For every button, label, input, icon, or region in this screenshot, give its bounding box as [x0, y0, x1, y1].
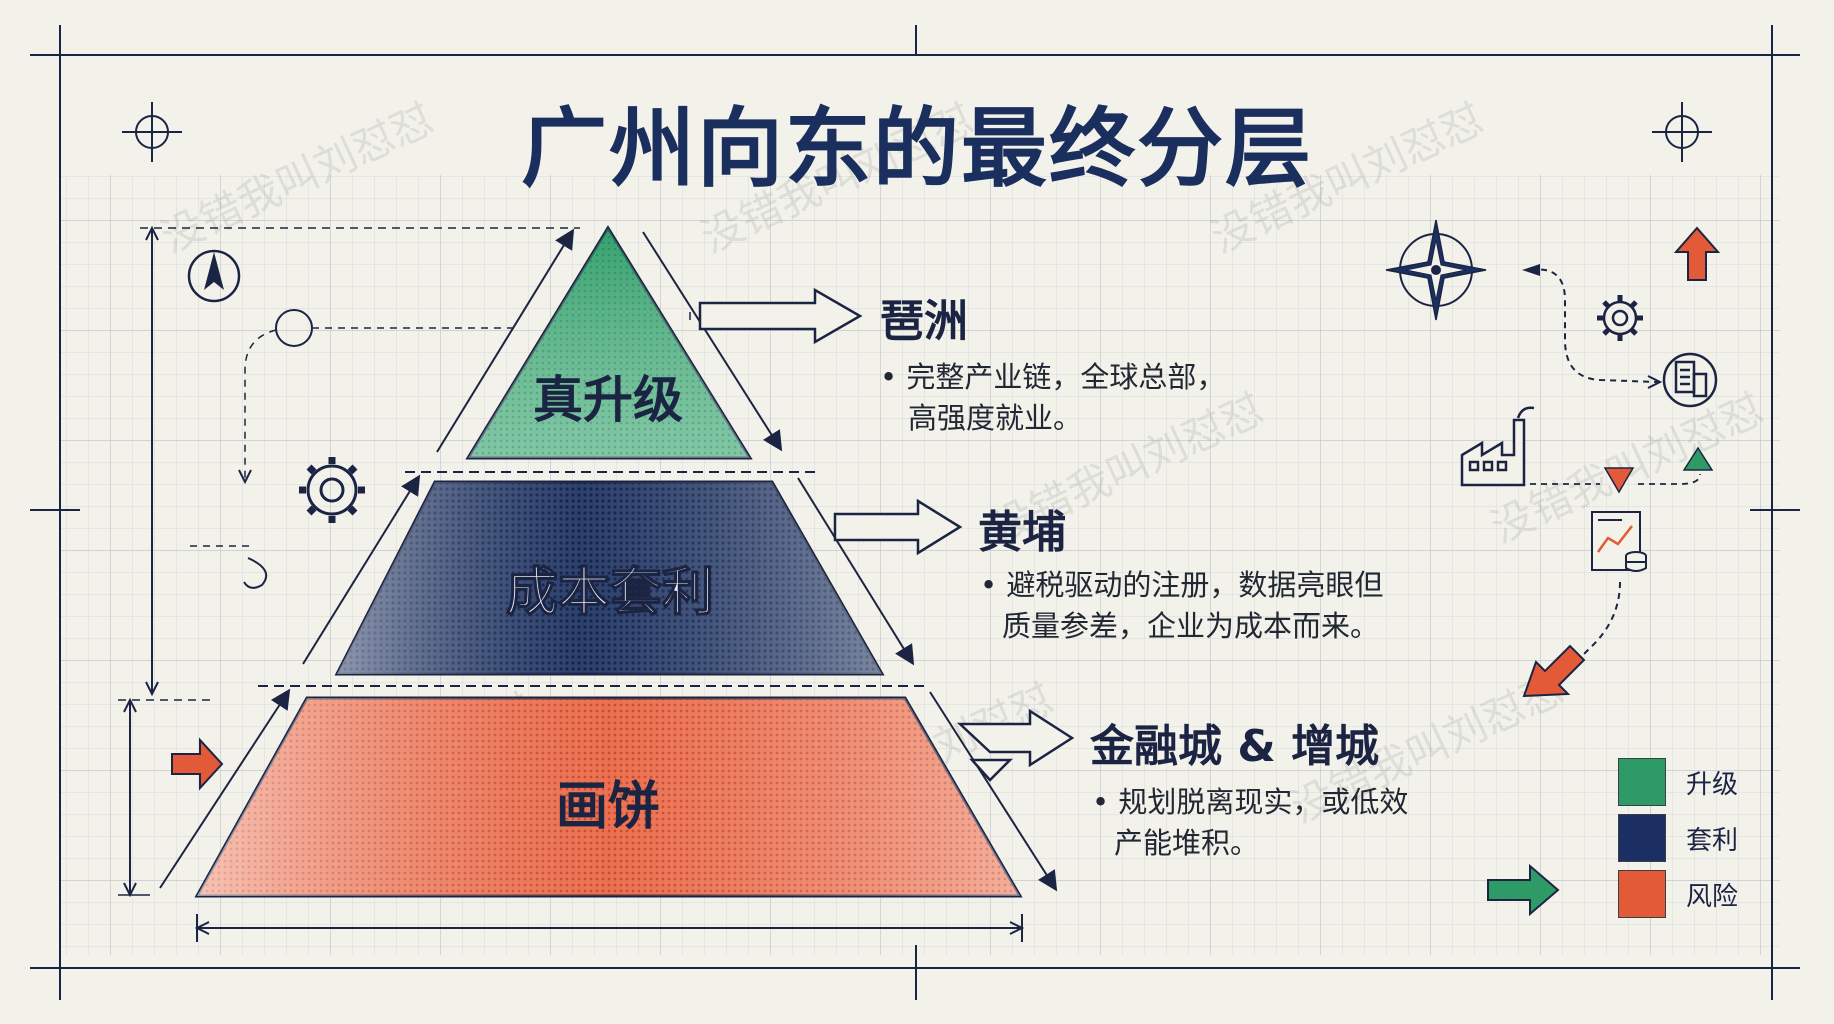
legend-swatch: [1618, 870, 1666, 918]
arrow-right-icon: [1487, 863, 1560, 917]
entry-line: • 规划脱离现实，或低效: [1092, 785, 1409, 819]
pyramid-tier-bottom: [194, 696, 1023, 898]
entry-title-jinrongcheng: 金融城 & 增城: [1090, 721, 1380, 772]
legend-label: 风险: [1686, 882, 1739, 912]
arrow-right-icon: [171, 737, 224, 791]
legend-label: 升级: [1686, 770, 1739, 800]
gear-icon: [299, 457, 365, 523]
tier-label-bottom: 画饼: [555, 777, 660, 837]
arrow-to-huangpu: [833, 498, 963, 556]
crosshair-icon: [122, 102, 182, 162]
gear-icon: [1597, 295, 1643, 341]
pyramid-tier-top: [465, 225, 753, 460]
entry-title-pazhou: 琶洲: [880, 296, 968, 347]
entry-line: 产能堆积。: [1114, 826, 1260, 860]
page-title: 广州向东的最终分层: [521, 99, 1313, 199]
entry-desc-jinrongcheng: • 规划脱离现实，或低效 产能堆积。: [1092, 782, 1408, 864]
entry-desc-pazhou: • 完整产业链，全球总部， 高强度就业。: [880, 357, 1225, 439]
arrow-to-jinrongcheng: [956, 708, 1075, 782]
pyramid-tier-middle: [334, 480, 885, 676]
north-arrow-icon: [187, 249, 241, 303]
entry-line: • 完整产业链，全球总部，: [880, 360, 1226, 394]
compass-icon: [1385, 219, 1487, 321]
legend-swatch: [1618, 814, 1666, 862]
entry-line: • 避税驱动的注册，数据亮眼但: [980, 568, 1384, 602]
building-icon: [1662, 352, 1718, 408]
tier-label-middle: 成本套利: [505, 562, 715, 624]
arrow-up-icon: [1673, 226, 1721, 281]
arrow-to-pazhou: [689, 287, 863, 345]
legend-swatch: [1618, 758, 1666, 806]
crosshair-icon: [1652, 102, 1712, 162]
chart-document-icon: [1591, 511, 1647, 572]
entry-title-huangpu: 黄埔: [978, 507, 1066, 558]
entry-line: 质量参差，企业为成本而来。: [1002, 609, 1380, 643]
tier-label-top: 真升级: [533, 371, 683, 429]
entry-desc-huangpu: • 避税驱动的注册，数据亮眼但 质量参差，企业为成本而来。: [980, 565, 1383, 647]
factory-icon: [1460, 406, 1535, 487]
arrow-down-left-icon: [1522, 644, 1586, 698]
legend-label: 套利: [1686, 826, 1739, 856]
entry-line: 高强度就业。: [908, 401, 1083, 435]
